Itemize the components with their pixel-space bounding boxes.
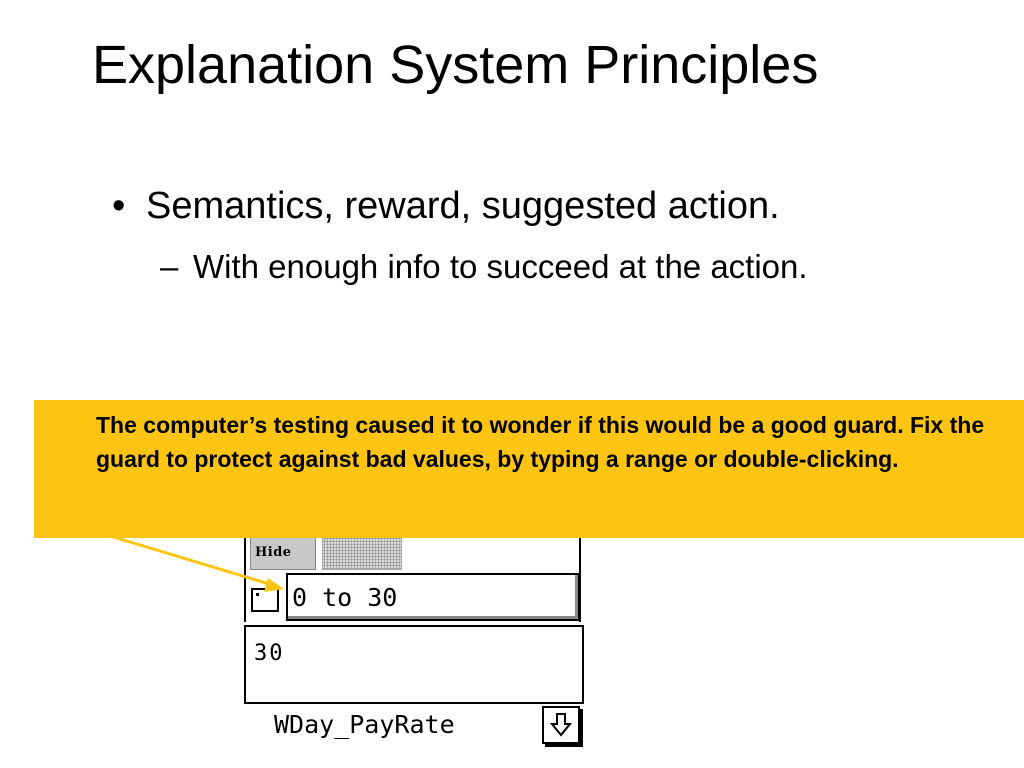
callout-box: [34, 400, 1024, 538]
dropdown-button[interactable]: [542, 706, 580, 744]
slide-title: Explanation System Principles: [92, 35, 819, 95]
sub-bullet-text: With enough info to succeed at the actio…: [193, 248, 808, 285]
bullet-item: • Semantics, reward, suggested action.: [112, 182, 780, 230]
disabled-button: [322, 536, 402, 570]
sub-bullet-item: – With enough info to succeed at the act…: [160, 244, 860, 290]
guard-widget: Hide 0 to 30 30: [244, 520, 584, 704]
hide-button[interactable]: Hide: [250, 536, 316, 570]
guard-range-input[interactable]: 0 to 30: [286, 573, 580, 621]
sub-bullet-marker: –: [160, 248, 179, 285]
callout-text: The computer’s testing caused it to wond…: [96, 412, 985, 472]
value-field[interactable]: 30: [244, 625, 584, 704]
field-name-label: WDay_PayRate: [274, 710, 455, 739]
bullet-text: Semantics, reward, suggested action.: [146, 185, 780, 227]
down-arrow-icon: [550, 713, 572, 737]
guard-checkbox[interactable]: [251, 588, 279, 612]
bullet-marker: •: [112, 185, 126, 227]
